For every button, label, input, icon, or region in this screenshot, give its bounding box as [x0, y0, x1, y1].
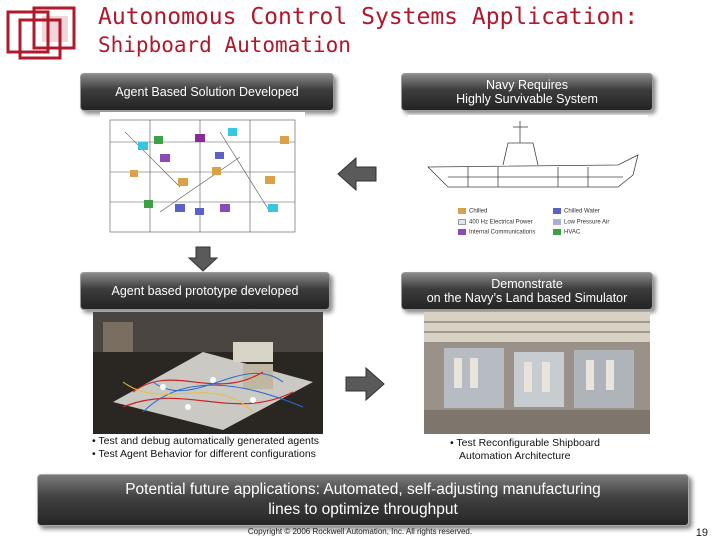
- land-based-simulator-photo: [424, 312, 650, 434]
- legend-swatch: [553, 229, 561, 236]
- prototype-developed-label: Agent based prototype developed: [111, 284, 299, 298]
- prototype-bullets: • Test and debug automatically generated…: [92, 435, 319, 461]
- navy-requires-box: Navy Requires Highly Survivable System: [401, 73, 653, 111]
- navy-requires-line2: Highly Survivable System: [456, 92, 598, 106]
- banner-line2: lines to optimize throughput: [268, 501, 458, 518]
- page-number: 19: [695, 527, 708, 539]
- ship-systems-diagram: [408, 115, 648, 250]
- ship-legend-item: HVAC: [553, 229, 648, 236]
- solution-developed-box: Agent Based Solution Developed: [80, 73, 334, 111]
- simulator-bullets: • Test Reconfigurable Shipboard Automati…: [450, 437, 600, 463]
- agent-network-diagram: [100, 112, 305, 244]
- bullet-item: • Test Reconfigurable Shipboard: [450, 437, 600, 449]
- ship-legend-item: Low Pressure Air: [553, 218, 648, 225]
- legend-swatch: [553, 218, 561, 225]
- future-applications-banner: Potential future applications: Automated…: [37, 474, 689, 526]
- ship-legend: Chilled Chilled Water 400 Hz Electrical …: [458, 208, 648, 236]
- legend-swatch: [553, 208, 561, 214]
- prototype-developed-box: Agent based prototype developed: [80, 272, 330, 310]
- bullet-item: • Test and debug automatically generated…: [92, 435, 320, 447]
- legend-swatch: [458, 208, 466, 214]
- slide-title: Autonomous Control Systems Application:: [98, 4, 639, 30]
- bullet-item: Automation Architecture: [459, 450, 571, 462]
- copyright-notice: Copyright © 2006 Rockwell Automation, In…: [247, 527, 473, 536]
- ship-legend-item: 400 Hz Electrical Power: [458, 218, 553, 225]
- navy-requires-line1: Navy Requires: [486, 78, 568, 92]
- down-arrow-icon: [188, 246, 218, 272]
- prototype-hardware-photo: [93, 312, 323, 434]
- ship-legend-item: Internal Communications: [458, 229, 553, 236]
- banner-line1: Potential future applications: Automated…: [125, 481, 601, 498]
- legend-swatch: [458, 229, 466, 236]
- ship-legend-item: Chilled Water: [553, 208, 648, 215]
- demonstrate-line2: on the Navy’s Land based Simulator: [426, 291, 628, 305]
- left-arrow-icon: [337, 156, 377, 192]
- bullet-item: • Test Agent Behavior for different conf…: [92, 448, 316, 460]
- demonstrate-box: Demonstrate on the Navy’s Land based Sim…: [401, 272, 653, 310]
- legend-swatch: [458, 218, 466, 225]
- ship-legend-item: Chilled: [458, 208, 553, 215]
- right-arrow-icon: [345, 366, 385, 402]
- demonstrate-line1: Demonstrate: [491, 277, 563, 291]
- slide-subtitle: Shipboard Automation: [98, 33, 351, 57]
- overlapping-squares-logo: [6, 6, 76, 60]
- solution-developed-label: Agent Based Solution Developed: [115, 85, 299, 99]
